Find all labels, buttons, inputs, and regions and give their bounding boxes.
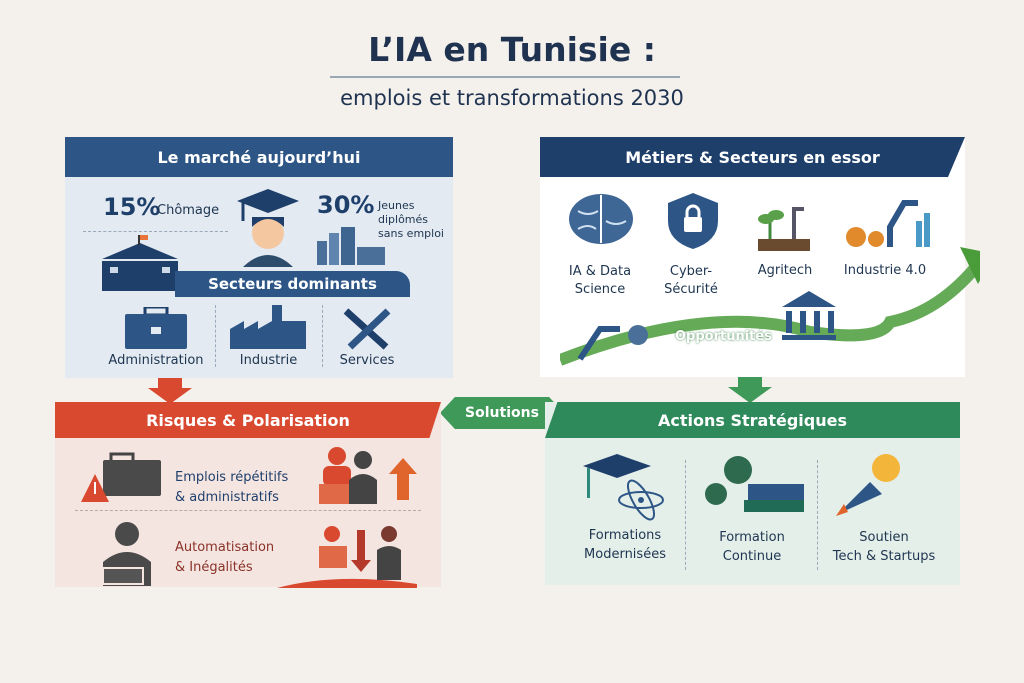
page-subtitle: emplois et transformations 2030 bbox=[340, 86, 684, 110]
growth-label: Agritech bbox=[757, 263, 813, 278]
divider bbox=[83, 231, 228, 232]
page-title: L’IA en Tunisie : bbox=[368, 30, 656, 69]
sectors-banner-label: Secteurs dominants bbox=[208, 275, 377, 293]
solutions-label: Solutions bbox=[465, 405, 539, 421]
down-arrow-red-icon bbox=[148, 378, 192, 404]
graduates-label: diplômés bbox=[378, 213, 429, 226]
factory-icon bbox=[230, 305, 306, 349]
market-panel: Le marché aujourd’hui 15% Chômage 30% Je… bbox=[65, 137, 453, 378]
agritech-icon bbox=[758, 207, 810, 251]
action-label: Modernisées bbox=[584, 547, 666, 562]
risks-panel: Risques & Polarisation Emplois répétitif… bbox=[55, 402, 441, 588]
industry-robot-icon bbox=[846, 200, 930, 247]
tools-icon bbox=[343, 308, 391, 350]
unemployment-pct: 15% bbox=[103, 193, 161, 221]
buildings-icon bbox=[317, 227, 385, 265]
workers-alert-icon bbox=[319, 447, 417, 504]
gears-book-icon bbox=[705, 456, 804, 512]
office-worker-laptop-icon bbox=[102, 522, 151, 586]
risk-label: & Inégalités bbox=[175, 560, 253, 575]
risk-label: Emplois répétitifs bbox=[175, 470, 289, 485]
action-label: Formation bbox=[719, 530, 785, 545]
risk-label: & administratifs bbox=[175, 490, 279, 505]
graduates-pct: 30% bbox=[317, 191, 375, 219]
down-arrow-green-icon bbox=[728, 377, 772, 403]
growth-label: Cyber- bbox=[669, 264, 713, 279]
robot-arm-icon bbox=[577, 325, 648, 361]
solutions-arrow: Solutions bbox=[440, 397, 564, 429]
action-label: Tech & Startups bbox=[832, 549, 936, 564]
government-building-icon bbox=[102, 235, 178, 291]
sectors-banner: Secteurs dominants bbox=[175, 271, 410, 297]
graduates-label: Jeunes bbox=[378, 199, 415, 212]
bank-icon bbox=[782, 291, 836, 340]
opportunities-label: Opportunités bbox=[675, 329, 772, 344]
growth-label: Science bbox=[574, 282, 626, 297]
divider bbox=[215, 305, 216, 367]
action-label: Continue bbox=[722, 549, 782, 564]
graduate-icon bbox=[237, 189, 299, 267]
rocket-bulb-icon bbox=[836, 454, 900, 516]
graduates-label: sans emploi bbox=[378, 227, 444, 240]
action-label: Formations bbox=[588, 528, 662, 543]
action-label: Soutien bbox=[859, 530, 909, 545]
divider bbox=[817, 460, 818, 570]
sector-services: Services bbox=[339, 353, 395, 368]
graduation-atom-icon bbox=[583, 454, 664, 521]
sector-administration: Administration bbox=[108, 353, 204, 368]
divider bbox=[322, 305, 323, 367]
divider bbox=[75, 510, 421, 511]
briefcase-icon bbox=[125, 307, 187, 349]
risk-label: Automatisation bbox=[175, 540, 275, 555]
warning-briefcase-icon bbox=[81, 452, 161, 502]
unemployment-label: Chômage bbox=[157, 203, 220, 218]
growth-label: Industrie 4.0 bbox=[843, 263, 927, 278]
brain-icon bbox=[569, 194, 633, 244]
growth-arrow-icon bbox=[560, 247, 980, 366]
automation-decline-icon bbox=[277, 526, 417, 588]
risks-header: Risques & Polarisation bbox=[55, 402, 441, 438]
growth-header: Métiers & Secteurs en essor bbox=[540, 137, 965, 177]
actions-header: Actions Stratégiques bbox=[545, 402, 960, 438]
market-header: Le marché aujourd’hui bbox=[65, 137, 453, 177]
title-divider bbox=[330, 76, 680, 78]
shield-lock-icon bbox=[668, 193, 718, 249]
growth-label: Sécurité bbox=[664, 282, 718, 297]
divider bbox=[685, 460, 686, 570]
sector-industrie: Industrie bbox=[239, 353, 298, 368]
growth-label: IA & Data bbox=[568, 264, 632, 279]
